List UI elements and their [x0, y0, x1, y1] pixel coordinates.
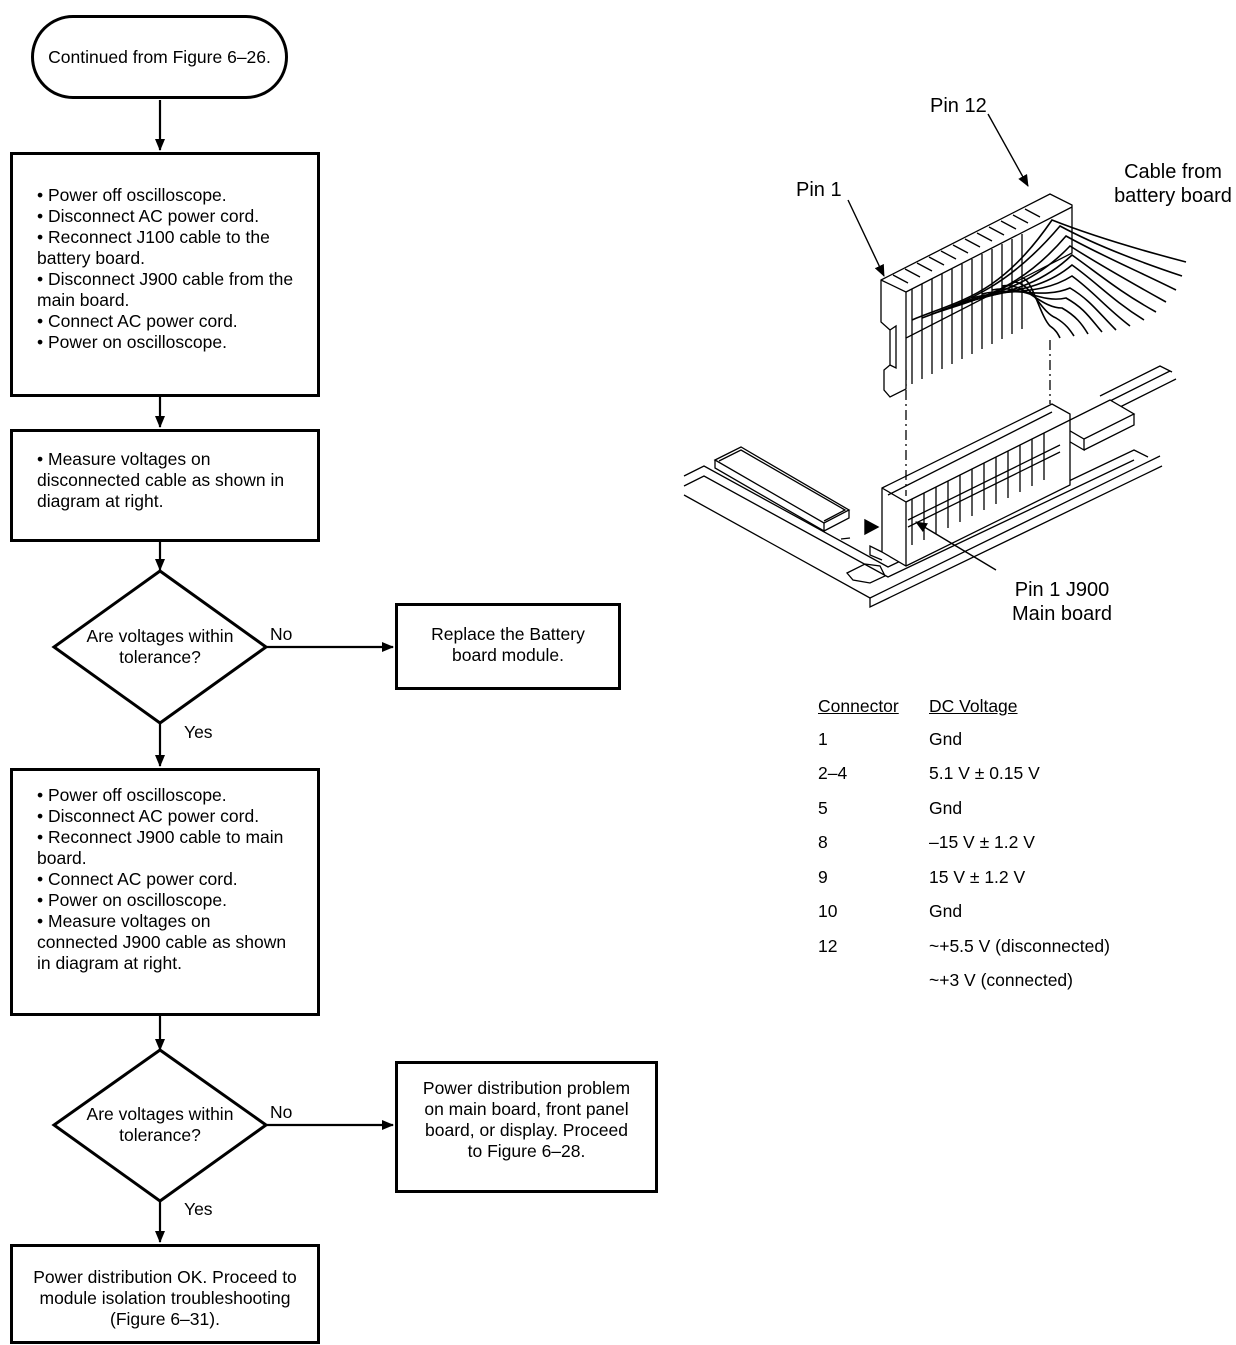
step-2-line: disconnected cable as shown in	[37, 470, 285, 490]
problem-line: board, or display. Proceed	[425, 1120, 628, 1140]
step-1-line: • Disconnect J900 cable from the	[37, 269, 294, 289]
step-3-line: in diagram at right.	[37, 953, 182, 973]
voltage-cell: Gnd	[929, 728, 963, 749]
pin-1-j900-label: Pin 1 J900 Main board	[1000, 578, 1124, 626]
table-header-row: Connector DC Voltage	[818, 696, 1110, 722]
decision-diamond-1	[51, 569, 269, 725]
connector-cell	[818, 964, 929, 999]
connector-cell: 9	[818, 866, 828, 887]
table-row: 10 Gnd	[818, 895, 1110, 930]
voltage-cell: 15 V ± 1.2 V	[929, 866, 1026, 887]
table-row: 1 Gnd	[818, 722, 1110, 757]
flow-arrows	[155, 100, 394, 1243]
decision-2-yes-label: Yes	[184, 1199, 213, 1219]
cable-label-line: Cable from	[1124, 161, 1222, 183]
column-header-connector: Connector	[818, 696, 899, 716]
table-row: 8 –15 V ± 1.2 V	[818, 826, 1110, 861]
step-1-line: • Disconnect AC power cord.	[37, 206, 260, 226]
decision-1-line: Are voltages within	[86, 626, 234, 646]
step-1-line: • Power on oscilloscope.	[37, 332, 227, 352]
cable-wires	[911, 219, 1187, 339]
start-terminator: Continued from Figure 6–26.	[31, 15, 288, 99]
step-1-line: battery board.	[37, 248, 145, 268]
pointer-lines	[847, 113, 1029, 571]
power-problem-box: Power distribution problem on main board…	[395, 1061, 658, 1193]
cable-from-battery-label: Cable from battery board	[1110, 160, 1236, 208]
step-3-line: • Power on oscilloscope.	[37, 890, 227, 910]
table-row: 2–4 5.1 V ± 0.15 V	[818, 757, 1110, 792]
decision-1-yes-label: Yes	[184, 722, 213, 742]
decision-2-line: Are voltages within	[86, 1104, 234, 1124]
power-ok-box: Power distribution OK. Proceed to module…	[10, 1244, 320, 1344]
step-1-line: • Power off oscilloscope.	[37, 185, 227, 205]
problem-line: on main board, front panel	[424, 1099, 629, 1119]
step-3-line: • Reconnect J900 cable to main	[37, 827, 284, 847]
pin-1-label: Pin 1	[796, 179, 842, 201]
end-line: (Figure 6–31).	[110, 1309, 220, 1329]
decision-1-line: tolerance?	[119, 647, 201, 667]
decision-1-text: Are voltages within tolerance?	[60, 626, 260, 668]
replace-line: board module.	[452, 645, 564, 665]
step-3-box: • Power off oscilloscope. • Disconnect A…	[10, 768, 320, 1016]
step-2-line: • Measure voltages on	[37, 449, 211, 469]
start-text: Continued from Figure 6–26.	[48, 46, 271, 67]
table-row: 12 ~+5.5 V (disconnected)	[818, 929, 1110, 964]
step-1-line: main board.	[37, 290, 130, 310]
voltage-cell: 5.1 V ± 0.15 V	[929, 763, 1040, 784]
connector-cell: 12	[818, 935, 838, 956]
voltage-table: Connector DC Voltage 1 Gnd 2–4 5.1 V ± 0…	[818, 696, 1110, 998]
step-3-line: • Measure voltages on	[37, 911, 211, 931]
step-1-line: • Connect AC power cord.	[37, 311, 238, 331]
connector-cell: 10	[818, 901, 838, 922]
problem-line: to Figure 6–28.	[467, 1141, 586, 1161]
step-3-line: connected J900 cable as shown	[37, 932, 287, 952]
j900-label-line: Pin 1 J900	[1014, 579, 1110, 601]
cable-label-line: battery board	[1114, 185, 1232, 207]
replace-battery-box: Replace the Battery board module.	[395, 603, 621, 690]
step-1-line: • Reconnect J100 cable to the	[37, 227, 270, 247]
connector-illustration	[683, 193, 1187, 609]
step-3-line: board.	[37, 848, 87, 868]
end-line: Power distribution OK. Proceed to	[33, 1267, 297, 1287]
step-2-box: • Measure voltages on disconnected cable…	[10, 429, 320, 542]
connector-cell: 8	[818, 832, 828, 853]
table-row: 5 Gnd	[818, 791, 1110, 826]
decision-2-line: tolerance?	[119, 1125, 201, 1145]
header-pins	[907, 433, 1061, 545]
decision-diamond-2	[51, 1048, 269, 1203]
end-line: module isolation troubleshooting	[39, 1288, 291, 1308]
decision-2-text: Are voltages within tolerance?	[60, 1104, 260, 1146]
replace-line: Replace the Battery	[431, 624, 585, 644]
connector-cell: 1	[818, 728, 828, 749]
step-1-box: • Power off oscilloscope. • Disconnect A…	[10, 152, 320, 397]
table-row: 9 15 V ± 1.2 V	[818, 860, 1110, 895]
step-3-line: • Disconnect AC power cord.	[37, 806, 260, 826]
voltage-cell: –15 V ± 1.2 V	[929, 832, 1035, 853]
decision-2-no-label: No	[270, 1102, 293, 1122]
voltage-cell: ~+3 V (connected)	[929, 970, 1073, 991]
housing-slots	[892, 208, 1041, 384]
voltage-cell: Gnd	[929, 797, 963, 818]
step-2-line: diagram at right.	[37, 491, 164, 511]
column-header-dc-voltage: DC Voltage	[929, 696, 1018, 716]
voltage-cell: Gnd	[929, 901, 963, 922]
pin-12-label: Pin 12	[930, 95, 987, 117]
table-row: ~+3 V (connected)	[818, 964, 1110, 999]
connector-cell: 2–4	[818, 763, 848, 784]
voltage-cell: ~+5.5 V (disconnected)	[929, 935, 1110, 956]
decision-1-no-label: No	[270, 624, 293, 644]
connector-cell: 5	[818, 797, 828, 818]
j900-label-line: Main board	[1011, 603, 1113, 625]
step-3-line: • Power off oscilloscope.	[37, 785, 227, 805]
step-3-line: • Connect AC power cord.	[37, 869, 238, 889]
problem-line: Power distribution problem	[422, 1078, 631, 1098]
